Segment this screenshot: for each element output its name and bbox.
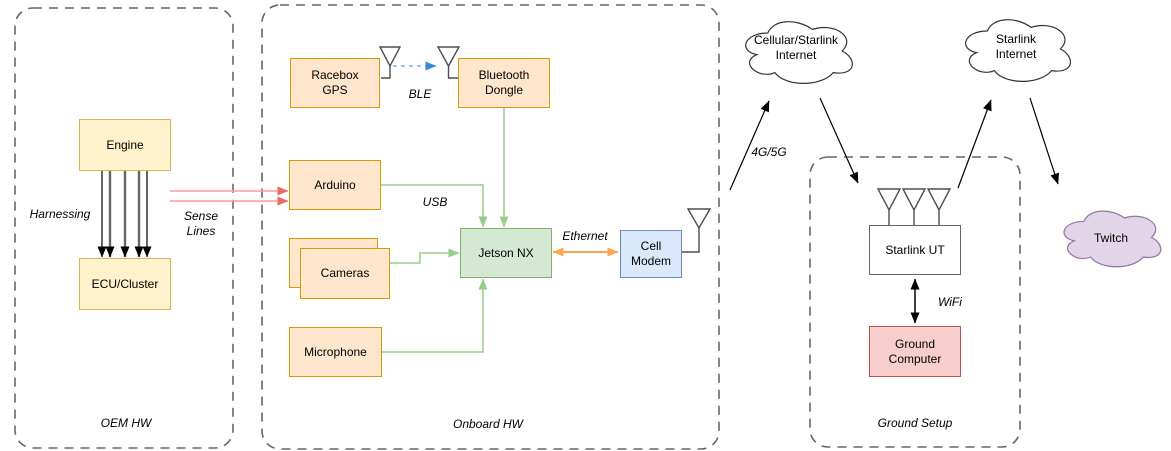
container-onboard-hw <box>261 4 720 450</box>
cloud-twitch-label: Twitch <box>1093 231 1128 245</box>
edge-green-connectors <box>381 108 509 353</box>
cloud-starlink-internet-label: Starlink Internet <box>995 32 1037 61</box>
container-ground-setup <box>809 156 1021 448</box>
edge-internet-arrows <box>729 97 1060 191</box>
node-microphone-label: Microphone <box>304 344 367 359</box>
antenna-icon-starlink-ut-3 <box>926 188 952 225</box>
node-bluetooth-dongle: Bluetooth Dongle <box>458 58 550 108</box>
node-cameras: Cameras <box>300 248 390 299</box>
edge-label-4g-5g: 4G/5G <box>751 145 787 159</box>
node-jetson-nx: Jetson NX <box>460 228 552 278</box>
node-arduino-label: Arduino <box>314 177 356 192</box>
edge-starlink-ut-internet <box>957 99 992 189</box>
edge-cameras-jetson <box>390 248 460 264</box>
edge-label-ble: BLE <box>408 87 432 101</box>
node-microphone: Microphone <box>289 327 382 377</box>
edge-harnessing <box>97 171 152 258</box>
edge-internet-twitch <box>1029 97 1060 185</box>
node-jetson-nx-label: Jetson NX <box>478 245 534 260</box>
cloud-shape-cellular-starlink-internet <box>745 21 853 84</box>
cloud-cellular-starlink-internet-label: Cellular/Starlink Internet <box>753 33 839 62</box>
antenna-icon-racebox <box>378 46 402 79</box>
edge-label-ethernet: Ethernet <box>562 229 608 243</box>
antenna-icon-bluetooth <box>436 46 461 79</box>
node-ecu-cluster-label: ECU/Cluster <box>91 276 159 291</box>
node-ecu-cluster: ECU/Cluster <box>79 258 171 310</box>
container-label-ground-setup: Ground Setup <box>877 416 953 430</box>
node-cameras-label: Cameras <box>320 266 370 280</box>
edge-label-wifi: WiFi <box>938 295 962 309</box>
node-engine-label: Engine <box>106 137 144 152</box>
edge-internet-starlink-ut <box>819 97 859 184</box>
edge-label-usb: USB <box>422 195 448 209</box>
antenna-icons <box>378 46 952 253</box>
antenna-icon-starlink-ut-2 <box>901 188 927 225</box>
node-cell-modem: Cell Modem <box>620 230 682 278</box>
container-label-onboard-hw: Onboard HW <box>452 417 524 431</box>
edge-label-sense-lines: Sense Lines <box>183 209 219 238</box>
node-arduino: Arduino <box>289 160 381 210</box>
node-ground-computer: Ground Computer <box>869 326 961 377</box>
node-bluetooth-dongle-label: Bluetooth Dongle <box>478 68 530 97</box>
node-starlink-ut: Starlink UT <box>869 225 961 275</box>
edge-microphone-jetson <box>381 278 488 353</box>
cloud-shape-starlink-internet <box>965 19 1071 82</box>
antenna-icon-starlink-ut-1 <box>876 188 902 225</box>
node-racebox-gps: Racebox GPS <box>290 58 380 108</box>
antenna-icon-cell-modem <box>682 208 712 253</box>
node-starlink-ut-label: Starlink UT <box>885 242 945 257</box>
node-ground-computer-label: Ground Computer <box>888 336 942 366</box>
cloud-shape-twitch <box>1063 210 1162 268</box>
edge-sense-lines <box>170 186 289 206</box>
container-label-oem-hw: OEM HW <box>100 416 152 430</box>
node-cell-modem-label: Cell Modem <box>630 239 671 268</box>
node-racebox-gps-label: Racebox GPS <box>311 68 359 97</box>
edge-arduino-jetson-usb <box>381 184 488 228</box>
edge-label-harnessing: Harnessing <box>29 207 91 221</box>
edge-cell-modem-internet <box>729 100 770 191</box>
node-engine: Engine <box>79 119 171 171</box>
